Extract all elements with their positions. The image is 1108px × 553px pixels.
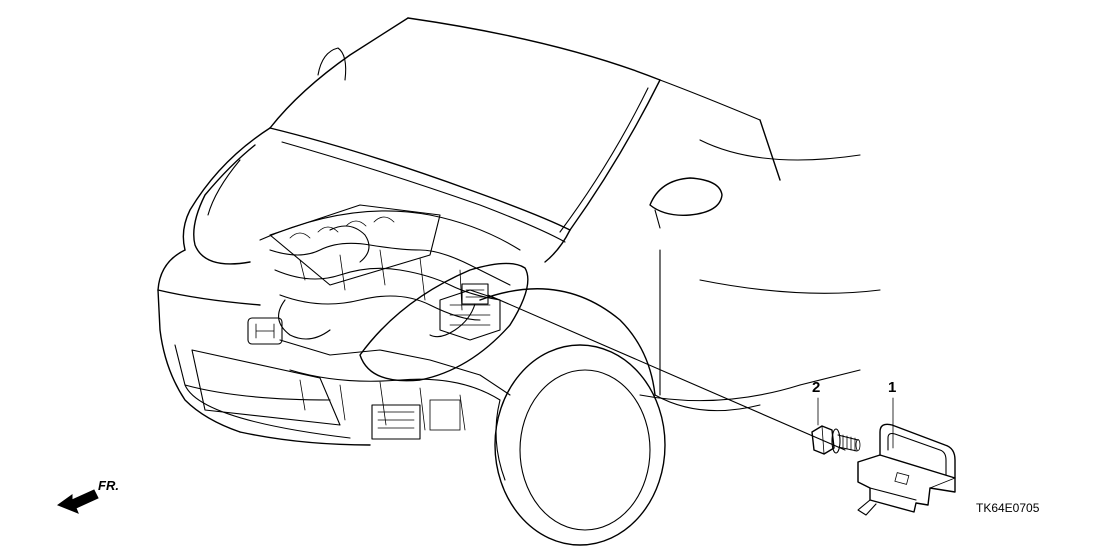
arrow-icon xyxy=(56,489,99,514)
callout-number-2: 2 xyxy=(812,379,820,396)
relay-box xyxy=(429,283,489,338)
bolt-part xyxy=(811,425,861,455)
engine-compartment xyxy=(259,204,521,440)
callout-number-1: 1 xyxy=(888,379,896,396)
leader-lines xyxy=(487,294,894,451)
front-direction-arrow: FR. xyxy=(56,478,119,514)
vehicle-outline xyxy=(157,17,881,546)
bracket-part xyxy=(857,423,956,516)
direction-label: FR. xyxy=(98,478,119,493)
highlight-zone xyxy=(359,262,529,382)
diagram-code: TK64E0705 xyxy=(976,501,1040,515)
